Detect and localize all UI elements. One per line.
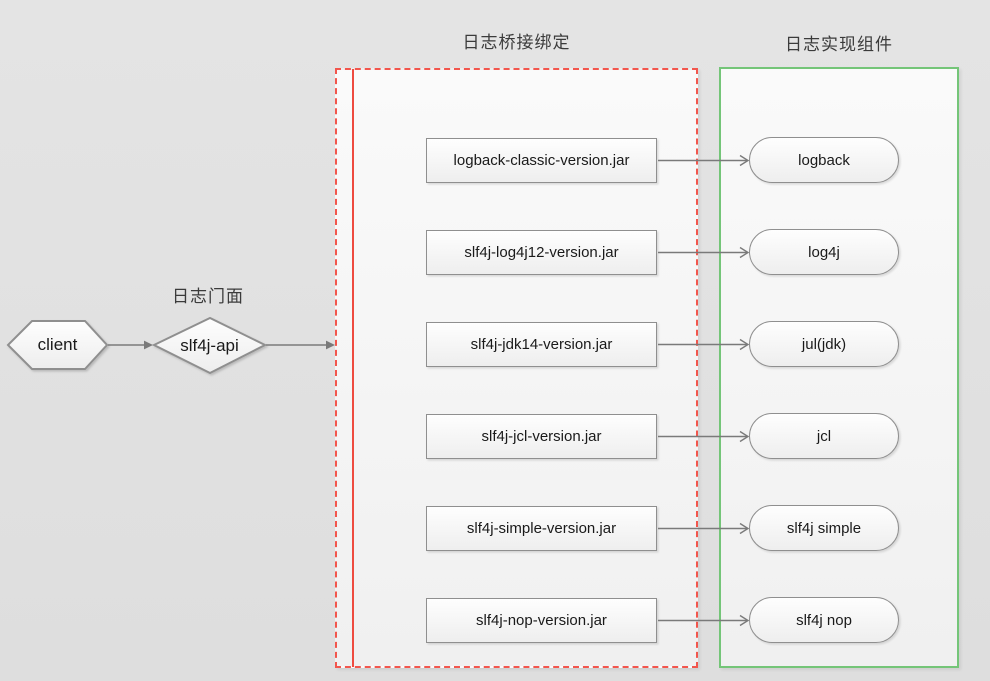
component-capsule-log4j: log4j xyxy=(749,229,899,275)
component-capsule-slf4j-nop: slf4j nop xyxy=(749,597,899,643)
bridge-panel-inner-line xyxy=(352,69,354,667)
jar-label: slf4j-log4j12-version.jar xyxy=(464,244,619,261)
jar-label: slf4j-jdk14-version.jar xyxy=(470,336,613,353)
arrow-client-to-api xyxy=(108,340,153,350)
component-label: logback xyxy=(798,151,850,169)
component-label: log4j xyxy=(808,243,840,261)
facade-heading: 日志门面 xyxy=(172,287,244,306)
component-label: slf4j simple xyxy=(786,519,862,537)
implementations-panel-heading: 日志实现组件 xyxy=(785,35,893,54)
arrow-api-to-bridge xyxy=(266,340,335,350)
component-capsule-jcl: jcl xyxy=(749,413,899,459)
component-label: jcl xyxy=(816,427,832,445)
component-label: jul(jdk) xyxy=(801,335,847,353)
component-capsule-jul: jul(jdk) xyxy=(749,321,899,367)
jar-box-slf4j-nop: slf4j-nop-version.jar xyxy=(426,598,657,643)
component-capsule-slf4j-simple: slf4j simple xyxy=(749,505,899,551)
api-label: slf4j-api xyxy=(180,335,239,355)
component-capsule-logback: logback xyxy=(749,137,899,183)
jar-box-slf4j-jdk14: slf4j-jdk14-version.jar xyxy=(426,322,657,367)
jar-label: slf4j-simple-version.jar xyxy=(466,520,617,537)
jar-box-slf4j-simple: slf4j-simple-version.jar xyxy=(426,506,657,551)
component-label: slf4j nop xyxy=(796,611,852,629)
jar-label: slf4j-jcl-version.jar xyxy=(481,428,602,445)
bridge-panel-heading: 日志桥接绑定 xyxy=(462,33,571,52)
jar-box-logback-classic: logback-classic-version.jar xyxy=(426,138,657,183)
jar-label: slf4j-nop-version.jar xyxy=(476,612,607,629)
jar-box-slf4j-log4j12: slf4j-log4j12-version.jar xyxy=(426,230,657,275)
jar-box-slf4j-jcl: slf4j-jcl-version.jar xyxy=(426,414,657,459)
client-label: client xyxy=(37,335,78,354)
jar-label: logback-classic-version.jar xyxy=(453,152,630,169)
